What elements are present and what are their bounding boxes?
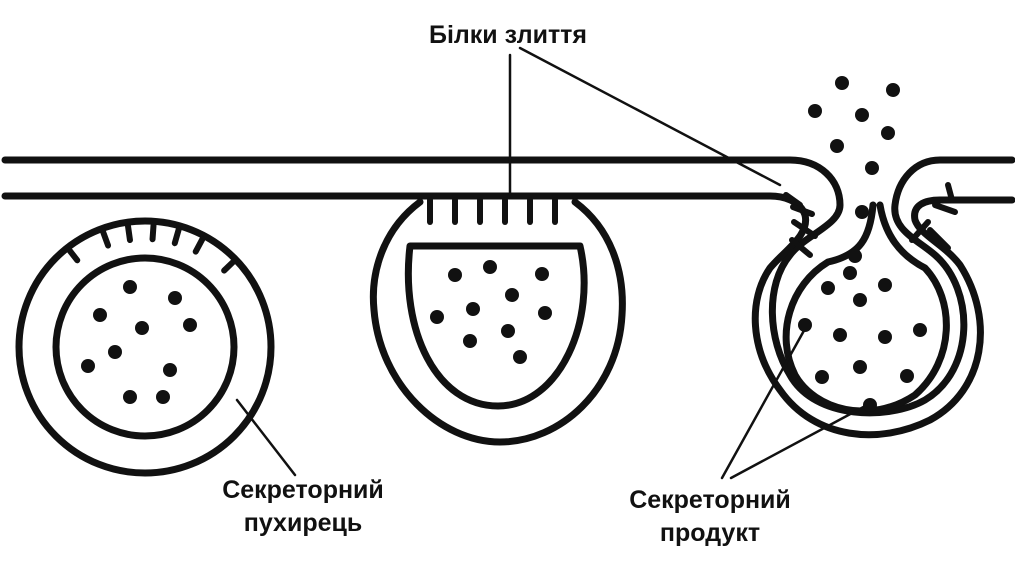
- product-dot: [466, 302, 480, 316]
- pointer-fusion-right: [518, 46, 782, 187]
- fusion-protein-spikes: [66, 182, 958, 274]
- fusion-protein: [192, 236, 206, 255]
- product-dot: [835, 76, 849, 90]
- product-dot: [163, 363, 177, 377]
- fusion-protein: [789, 237, 813, 258]
- product-dot: [448, 268, 462, 282]
- product-dot: [513, 350, 527, 364]
- product-dot: [183, 318, 197, 332]
- label-secretory-product-line-2: продукт: [659, 519, 761, 547]
- product-dot: [833, 328, 847, 342]
- membrane-inner-leaflet: [1, 192, 1015, 439]
- product-dot: [505, 288, 519, 302]
- product-dot: [108, 345, 122, 359]
- fusion-protein: [932, 202, 958, 215]
- fused-vesicle-membrane: [782, 201, 950, 415]
- fusion-protein: [945, 182, 955, 203]
- product-dot: [886, 83, 900, 97]
- fusion-protein: [221, 259, 236, 274]
- product-dot: [135, 321, 149, 335]
- label-secretory-vesicle-line-1: Секреторний: [222, 476, 384, 504]
- fusion-protein: [125, 223, 133, 244]
- product-dot: [848, 249, 862, 263]
- product-dot: [430, 310, 444, 324]
- product-dot: [830, 139, 844, 153]
- fusion-protein: [927, 227, 951, 251]
- product-dot: [878, 278, 892, 292]
- fusion-protein: [783, 192, 803, 208]
- product-dot: [855, 205, 869, 219]
- fusion-protein: [149, 222, 157, 243]
- product-dot: [798, 318, 812, 332]
- label-secretory-product-line-1: Секреторний: [629, 486, 791, 514]
- product-dot: [815, 370, 829, 384]
- product-dot: [168, 291, 182, 305]
- label-secretory-vesicle-line-2: пухирець: [243, 509, 363, 537]
- fusion-protein: [100, 229, 112, 249]
- product-dot: [878, 330, 892, 344]
- secretory-product-dots: [81, 76, 927, 412]
- pointer-product-a: [720, 325, 808, 480]
- product-dot: [853, 293, 867, 307]
- pointer-vesicle: [235, 398, 297, 477]
- product-dot: [821, 281, 835, 295]
- fusion-protein: [790, 204, 815, 217]
- product-dot: [483, 260, 497, 274]
- product-dot: [808, 104, 822, 118]
- product-dot: [863, 398, 877, 412]
- vesicle-left-outer-membrane: [15, 217, 275, 477]
- fusion-protein: [791, 219, 818, 239]
- product-dot: [855, 108, 869, 122]
- product-dot: [93, 308, 107, 322]
- label-secretory-vesicle: Секреторний пухирець: [193, 474, 413, 540]
- fusion-protein: [171, 226, 182, 247]
- product-dot: [123, 390, 137, 404]
- product-dot: [535, 267, 549, 281]
- vesicle-middle-inner-membrane: [404, 242, 588, 410]
- product-dot: [123, 280, 137, 294]
- product-dot: [913, 323, 927, 337]
- product-dot: [501, 324, 515, 338]
- product-dot: [538, 306, 552, 320]
- product-dot: [156, 390, 170, 404]
- vesicle-middle-outer-membrane: [369, 198, 626, 446]
- fusion-protein: [66, 247, 81, 264]
- pointer-product-b: [729, 402, 871, 480]
- product-dot: [463, 334, 477, 348]
- product-dot: [900, 369, 914, 383]
- product-dot: [853, 360, 867, 374]
- product-dot: [865, 161, 879, 175]
- product-dot: [881, 126, 895, 140]
- product-dot: [81, 359, 95, 373]
- label-secretory-product: Секреторний продукт: [600, 484, 820, 550]
- label-fusion-proteins: Білки злиття: [428, 21, 588, 49]
- vesicle-left-inner-membrane: [52, 254, 238, 440]
- fusion-protein: [909, 219, 931, 243]
- product-dot: [843, 266, 857, 280]
